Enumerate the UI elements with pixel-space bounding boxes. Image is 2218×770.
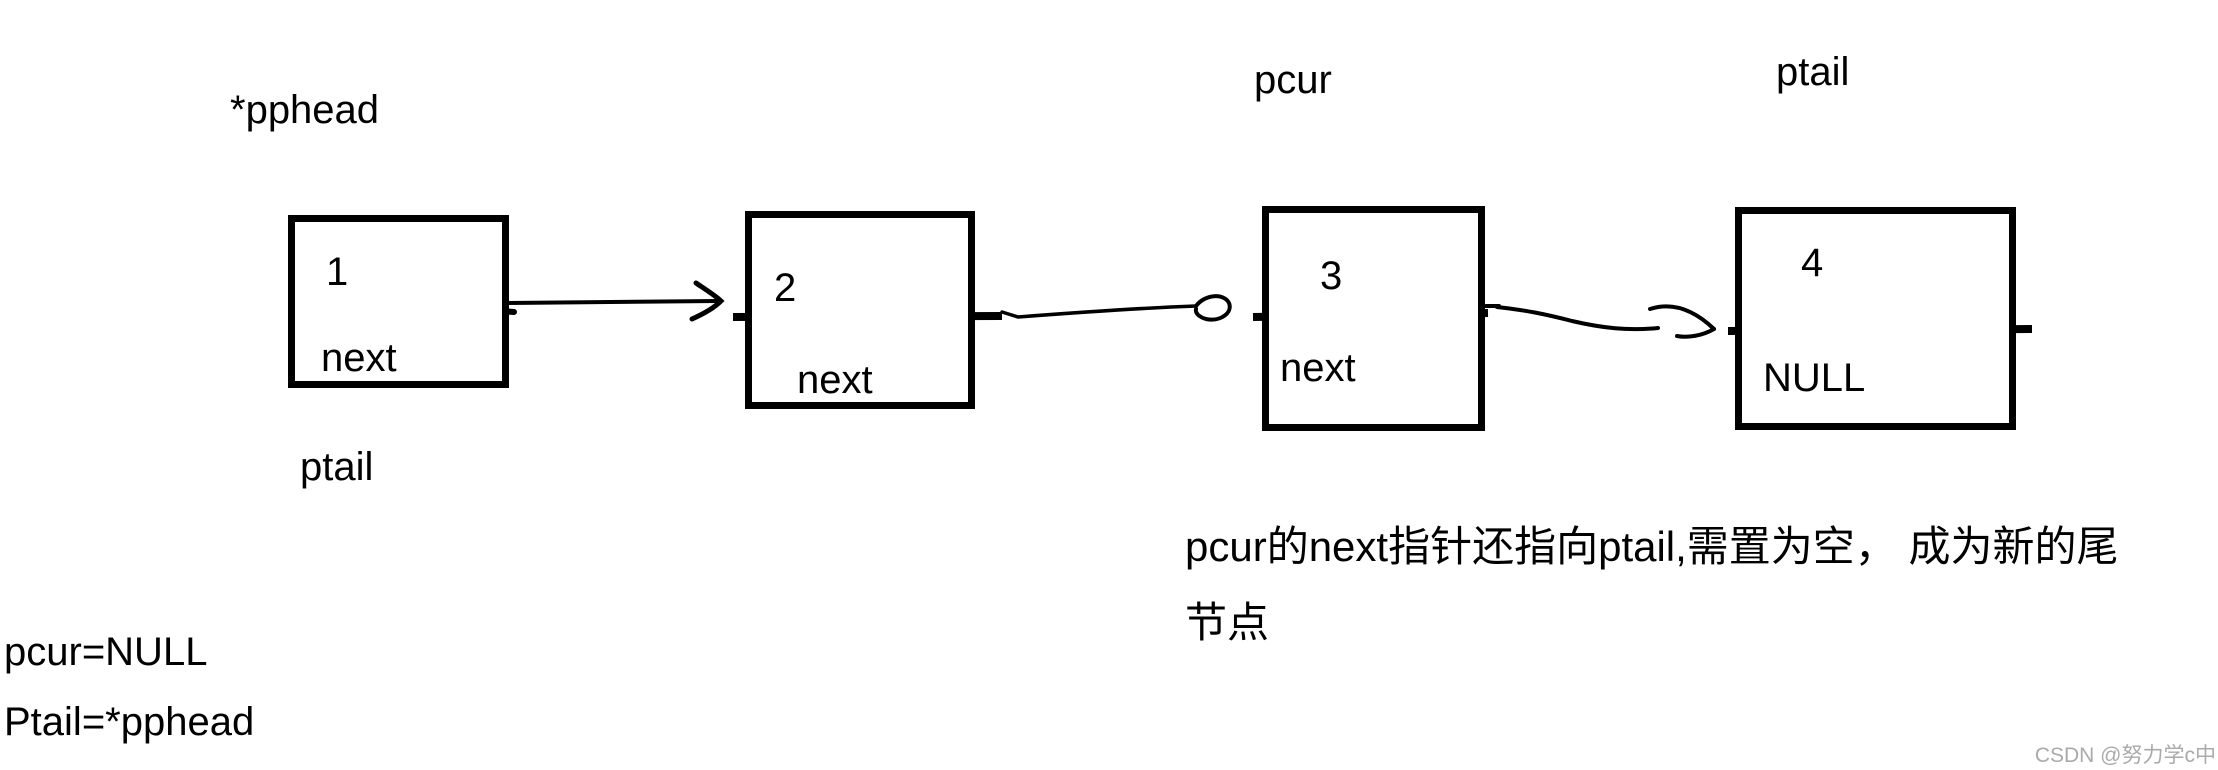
pcur-label: pcur	[1254, 58, 1332, 102]
code-line-pcur-null: pcur=NULL	[4, 630, 208, 674]
ptail-label-above-node4: ptail	[1776, 50, 1850, 94]
pphead-label: *pphead	[230, 88, 380, 132]
node1-next-field: next	[321, 336, 397, 380]
arrow-node1-to-node2	[505, 280, 725, 322]
node3-value: 3	[1320, 254, 1343, 298]
node2-box	[745, 211, 975, 409]
node4-box	[1735, 207, 2016, 430]
code-line-ptail-pphead: Ptail=*pphead	[4, 700, 255, 744]
csdn-watermark: CSDN @努力学c中	[2034, 744, 2216, 767]
ptail-label-under-node1: ptail	[300, 445, 374, 489]
node2-value: 2	[774, 266, 797, 310]
node3-next-field: next	[1280, 346, 1356, 390]
node1-value: 1	[326, 250, 349, 294]
annotation-line1: pcur的next指针还指向ptail,需置为空， 成为新的尾	[1185, 523, 2119, 570]
node4-value: 4	[1801, 241, 1824, 285]
arrow-node2-to-node3	[1000, 294, 1232, 322]
node1-box	[288, 215, 509, 388]
node2-next-field: next	[797, 358, 873, 402]
annotation-line2: 节点	[1185, 599, 1270, 646]
node4-null-field: NULL	[1763, 356, 1866, 400]
node3-box	[1262, 206, 1485, 431]
arrow-node3-to-node4	[1495, 304, 1716, 339]
